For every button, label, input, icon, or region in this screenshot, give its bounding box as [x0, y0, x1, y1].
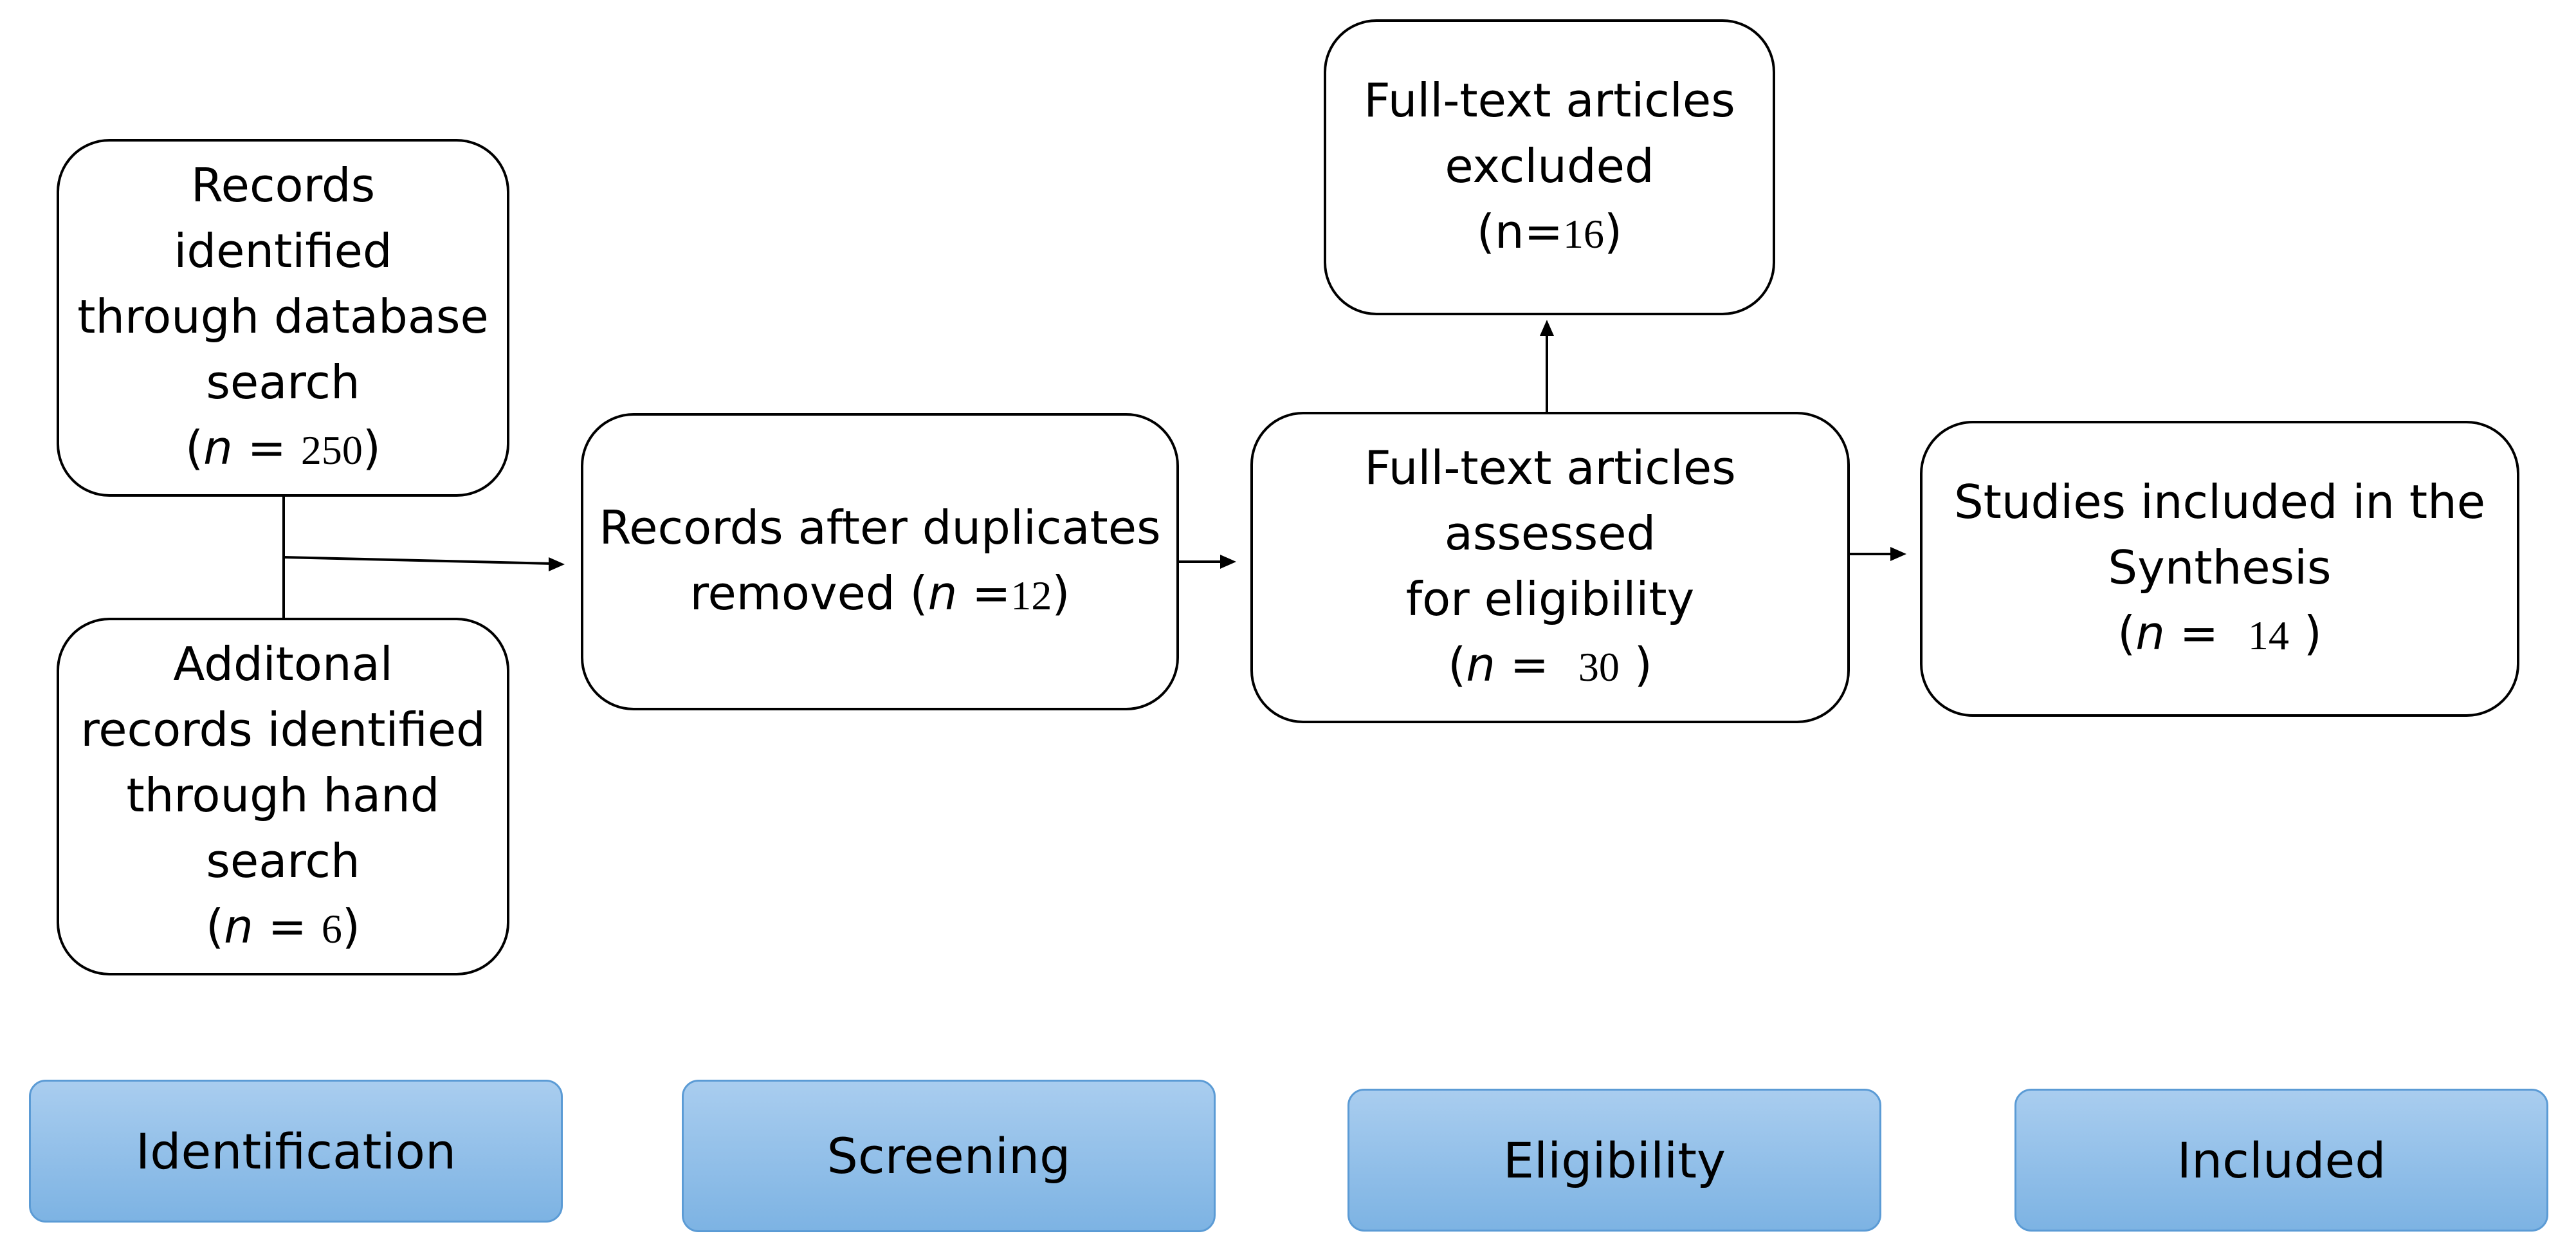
- db-search-line-3: through database: [77, 290, 489, 344]
- duplicates-line-1: Records after duplicates: [599, 501, 1161, 555]
- hand-search-line-4: search: [206, 834, 360, 888]
- hand-search-count: (n = 6): [206, 894, 360, 962]
- count-value: 250: [300, 427, 363, 473]
- arrow-to-duplicates-removed: [283, 556, 554, 565]
- count-variable: n: [224, 900, 253, 954]
- assessed-line-2: assessed: [1444, 506, 1656, 560]
- hand-search-line-1: Additonal: [173, 637, 393, 691]
- assessed-line-3: for eligibility: [1405, 572, 1695, 626]
- assessed-line-1: Full-text articles: [1364, 441, 1736, 495]
- box-records-after-duplicates-removed: Records after duplicates removed (n =12): [581, 413, 1179, 710]
- box-fulltext-assessed: Full-text articles assessed for eligibil…: [1250, 412, 1850, 723]
- count-value: 6: [321, 906, 342, 952]
- count-label: n=: [1495, 205, 1563, 259]
- count-value: 30: [1578, 644, 1620, 690]
- arrowhead-to-fulltext-assessed: [1220, 555, 1236, 569]
- duplicates-line-2-prefix: removed (: [690, 566, 928, 620]
- count-equals: =: [957, 566, 1011, 620]
- arrowhead-to-fulltext-excluded: [1540, 320, 1554, 336]
- count-equals: =: [1495, 638, 1578, 692]
- count-close-paren: ): [1603, 205, 1623, 259]
- excluded-line-2: excluded: [1445, 139, 1654, 193]
- included-line-1: Studies included in the: [1953, 475, 2486, 529]
- count-open-paren: (: [206, 900, 224, 954]
- box-studies-included: Studies included in the Synthesis (n = 1…: [1920, 421, 2519, 717]
- count-equals: =: [253, 900, 322, 954]
- box-fulltext-excluded: Full-text articles excluded (n=16): [1324, 19, 1775, 315]
- duplicates-line-2: removed (n =12): [690, 560, 1070, 629]
- count-equals: =: [2164, 606, 2248, 660]
- included-count: (n = 14 ): [2117, 600, 2322, 669]
- count-close-paren: ): [1052, 566, 1070, 620]
- arrowhead-to-studies-included: [1890, 547, 1906, 561]
- hand-search-line-3: through hand: [126, 768, 440, 822]
- count-variable: n: [1466, 638, 1495, 692]
- hand-search-line-2: records identified: [80, 703, 486, 757]
- count-open-paren: (: [2117, 606, 2136, 660]
- excluded-line-1: Full-text articles: [1364, 73, 1735, 127]
- count-variable: n: [2135, 606, 2165, 660]
- stage-identification: Identification: [29, 1080, 563, 1223]
- stage-screening: Screening: [682, 1080, 1216, 1232]
- count-close-paren: ): [342, 900, 360, 954]
- count-value: 12: [1010, 573, 1052, 618]
- db-search-count: (n = 250): [185, 415, 381, 483]
- stage-eligibility: Eligibility: [1347, 1089, 1881, 1232]
- count-variable: n: [203, 421, 233, 475]
- db-search-line-2: identified: [174, 224, 392, 278]
- db-search-line-4: search: [206, 355, 360, 409]
- count-equals: =: [232, 421, 301, 475]
- count-open-paren: (: [1448, 638, 1466, 692]
- count-variable: n: [927, 566, 958, 620]
- count-open-paren: (: [1476, 205, 1495, 259]
- count-open-paren: (: [185, 421, 204, 475]
- db-search-line-1: Records: [190, 158, 376, 212]
- assessed-count: (n = 30 ): [1448, 632, 1652, 700]
- excluded-count: (n=16): [1477, 199, 1622, 267]
- count-close-paren: ): [2288, 606, 2322, 660]
- included-line-2: Synthesis: [2108, 540, 2332, 595]
- arrowhead-to-duplicates-removed: [549, 557, 565, 571]
- count-value: 14: [2247, 613, 2289, 658]
- box-records-hand-search: Additonal records identified through han…: [57, 618, 509, 975]
- count-value: 16: [1562, 211, 1604, 257]
- stage-included: Included: [2014, 1089, 2548, 1232]
- box-records-database-search: Records identified through database sear…: [57, 139, 509, 497]
- count-close-paren: ): [362, 421, 381, 475]
- count-close-paren: ): [1619, 638, 1652, 692]
